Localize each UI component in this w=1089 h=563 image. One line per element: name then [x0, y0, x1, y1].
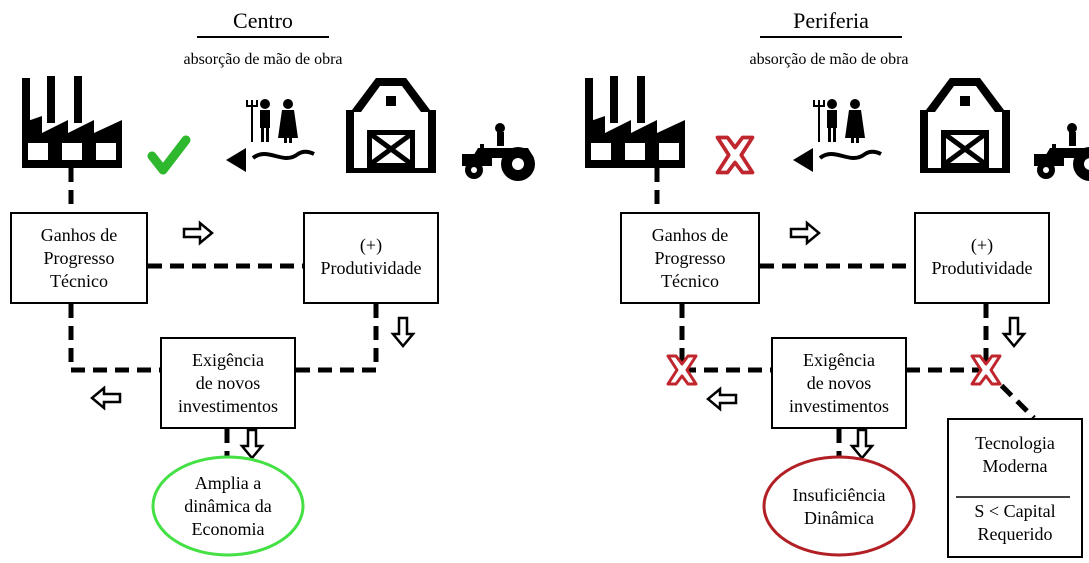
outcome-line: Dinâmica [804, 508, 874, 528]
box-line: (+) [970, 235, 994, 255]
periferia-box-ganhos: Ganhos de Progresso Técnico [620, 212, 760, 304]
box-line: Progresso [43, 248, 115, 268]
down-arrow-icon [850, 428, 874, 460]
right-arrow-icon [789, 221, 821, 245]
tractor-icon [462, 123, 535, 181]
centro-box-exigencia: Exigência de novos investimentos [160, 337, 296, 429]
periferia-panel [585, 36, 1089, 557]
left-arrow-icon [90, 386, 122, 410]
tecnologia-line: Tecnologia [975, 433, 1055, 453]
tecnologia-formula: Requerido [977, 524, 1053, 544]
down-arrow-icon [391, 316, 415, 348]
down-arrow-icon [240, 428, 264, 460]
outcome-line: Economia [191, 519, 265, 539]
periferia-title: Periferia [793, 8, 869, 33]
periferia-outcome-ellipse [762, 455, 916, 557]
box-line: Técnico [661, 271, 719, 291]
centro-subtitle: absorção de mão de obra [183, 51, 343, 68]
box-line: (+) [359, 235, 383, 255]
periferia-outcome: Insuficiência Dinâmica [764, 484, 914, 530]
box-line: investimentos [789, 396, 889, 416]
cross-icon [715, 135, 755, 175]
tecnologia-formula: S < Capital [974, 501, 1056, 521]
centro-box-ganhos: Ganhos de Progresso Técnico [10, 212, 148, 304]
box-line: de novos [806, 373, 872, 393]
box-line: Ganhos de [651, 225, 729, 245]
periferia-box-exigencia: Exigência de novos investimentos [771, 337, 907, 429]
down-arrow-icon [1002, 316, 1026, 348]
factory-icon [22, 76, 122, 168]
tecnologia-line: Moderna [982, 456, 1048, 476]
workers-icon [224, 97, 316, 174]
barn-icon [920, 78, 1010, 173]
box-line: Produtividade [320, 258, 422, 278]
factory-icon [585, 76, 685, 168]
periferia-subtitle: absorção de mão de obra [749, 51, 909, 68]
box-line: Produtividade [931, 258, 1033, 278]
outcome-line: dinâmica da [184, 496, 272, 516]
box-line: Ganhos de [40, 225, 118, 245]
right-arrow-icon [182, 221, 214, 245]
tractor-icon [1034, 123, 1089, 181]
check-icon [147, 135, 191, 175]
workers-icon [791, 97, 883, 174]
centro-box-produtividade: (+) Produtividade [303, 212, 439, 304]
box-line: Exigência [803, 350, 875, 370]
left-arrow-icon [706, 387, 738, 411]
outcome-line: Amplia a [194, 473, 262, 493]
centro-panel [22, 36, 535, 557]
centro-connectors [68, 168, 379, 470]
box-line: Progresso [654, 248, 726, 268]
centro-outcome: Amplia a dinâmica da Economia [153, 472, 303, 541]
periferia-box-produtividade: (+) Produtividade [914, 212, 1050, 304]
box-line: Exigência [192, 350, 264, 370]
tecnologia-moderna-box: Tecnologia Moderna S < Capital Requerido [947, 418, 1083, 558]
box-line: investimentos [178, 396, 278, 416]
outcome-line: Insuficiência [792, 485, 886, 505]
centro-outcome-ellipse [151, 455, 305, 557]
barn-icon [346, 78, 436, 173]
periferia-connectors [654, 168, 1036, 470]
box-line: de novos [195, 373, 261, 393]
box-line: Técnico [50, 271, 108, 291]
centro-title: Centro [233, 8, 293, 33]
